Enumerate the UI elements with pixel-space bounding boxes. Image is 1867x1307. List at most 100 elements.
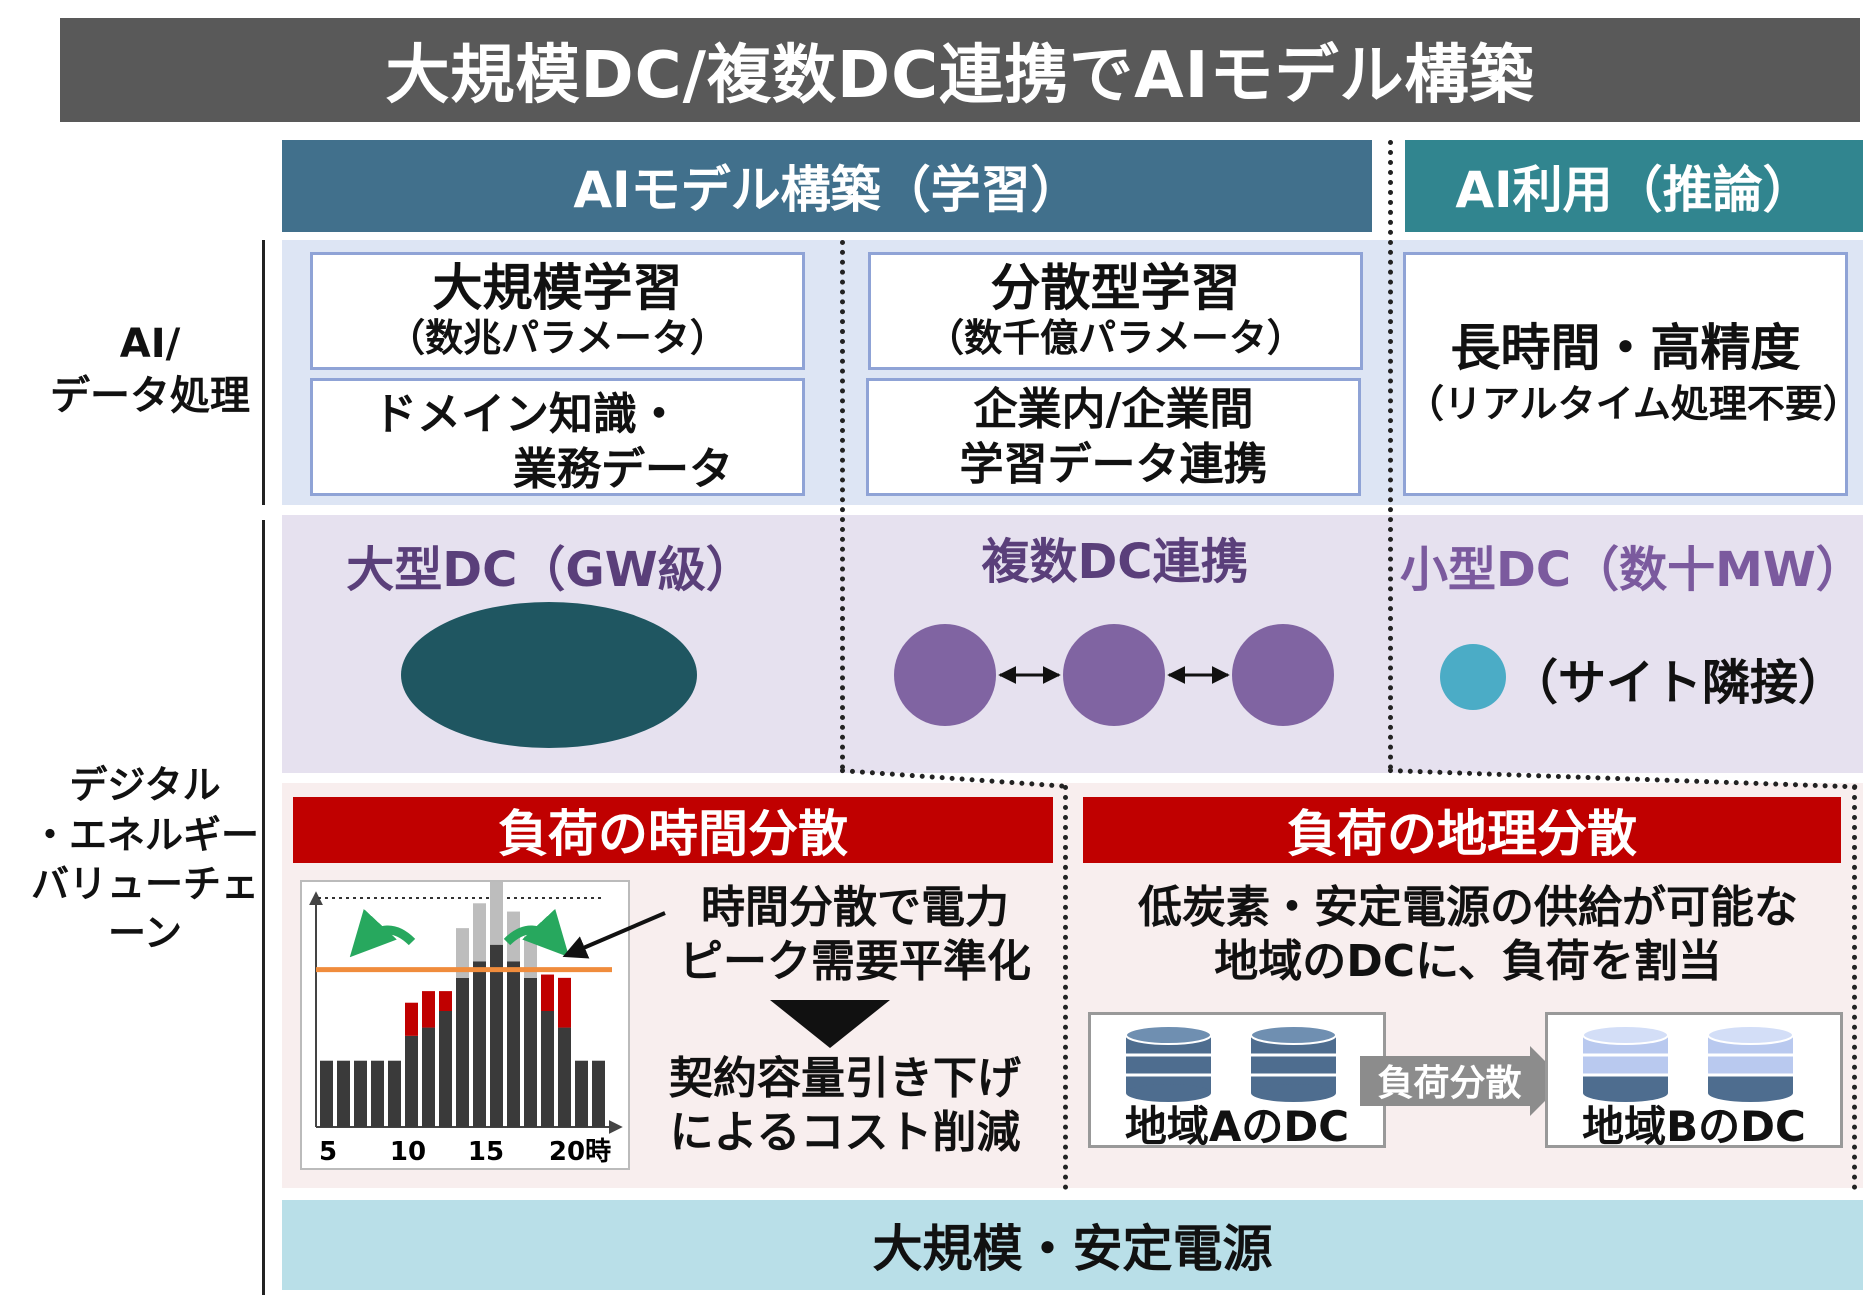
bar-base-16 bbox=[507, 961, 520, 1127]
box-domain-data: ドメイン知識・ 業務データ bbox=[310, 378, 805, 496]
time-dispersion-header: 負荷の時間分散 bbox=[293, 797, 1053, 863]
distributed-learning-title: 分散型学習 bbox=[990, 258, 1241, 317]
time-text-2-line1: 契約容量引き下げ bbox=[669, 1052, 1021, 1104]
bar-base-21 bbox=[592, 1060, 605, 1127]
bar-peak-10 bbox=[405, 1002, 418, 1036]
x-tick-20: 20時 bbox=[549, 1137, 611, 1167]
bar-base-5 bbox=[320, 1060, 333, 1127]
dotted-sep-header bbox=[1388, 140, 1393, 235]
callout-arrow bbox=[562, 911, 666, 959]
down-triangle bbox=[770, 1000, 890, 1048]
x-tick-5: 5 bbox=[319, 1137, 337, 1167]
domain-data-line2: 業務データ bbox=[513, 444, 733, 495]
bar-base-20 bbox=[575, 1060, 588, 1127]
bar-peak-11 bbox=[422, 991, 435, 1028]
bar-base-7 bbox=[354, 1060, 367, 1127]
region-b-databases bbox=[1582, 1025, 1794, 1102]
geo-dispersion-header: 負荷の地理分散 bbox=[1083, 797, 1841, 863]
bar-base-13 bbox=[456, 977, 469, 1127]
dotted-sep-infer bbox=[1388, 240, 1393, 770]
database-icon bbox=[1582, 1025, 1669, 1102]
header-inference: AI利用（推論） bbox=[1405, 140, 1863, 232]
row-label-energy: デジタル ・エネルギー バリューチェーン bbox=[20, 760, 270, 960]
box-distributed-learning: 分散型学習 （数千億パラメータ） bbox=[868, 252, 1363, 370]
row-label-ai: AI/ データ処理 bbox=[40, 300, 260, 440]
inference-title: 長時間・高精度 bbox=[1450, 318, 1801, 377]
multi-dc-node-3 bbox=[1232, 624, 1334, 726]
bar-peak-18 bbox=[541, 974, 554, 1011]
time-text-1: 時間分散で電力 ピーク需要平準化 bbox=[650, 880, 1060, 990]
load-shift-arrow bbox=[1360, 1046, 1565, 1116]
distributed-learning-sub: （数千億パラメータ） bbox=[926, 315, 1305, 360]
box-inference: 長時間・高精度 （リアルタイム処理不要） bbox=[1403, 252, 1861, 496]
bar-base-6 bbox=[337, 1060, 350, 1127]
small-dc-title: 小型DC（数十MW） bbox=[1400, 530, 1864, 600]
bar-shifted-15 bbox=[490, 828, 503, 945]
power-label: 大規模・安定電源 bbox=[872, 1220, 1273, 1278]
bar-base-10 bbox=[405, 1035, 418, 1127]
row-label-energy-line1: デジタル bbox=[69, 763, 221, 808]
dotted-sep-energy bbox=[1063, 785, 1068, 1190]
large-dc-shape bbox=[401, 602, 697, 748]
power-band: 大規模・安定電源 bbox=[282, 1200, 1863, 1290]
geo-text-line1: 低炭素・安定電源の供給が可能な bbox=[1138, 882, 1798, 934]
domain-data-line1: ドメイン知識・ bbox=[373, 389, 681, 440]
bar-base-8 bbox=[371, 1060, 384, 1127]
site-adjacent: （サイト隣接） bbox=[1510, 640, 1847, 715]
region-b-box: 地域BのDC bbox=[1545, 1012, 1843, 1151]
geo-text-line2: 地域のDCに、負荷を割当 bbox=[1214, 936, 1722, 987]
small-dc-shape bbox=[1440, 644, 1506, 710]
multi-dc-node-2 bbox=[1063, 624, 1165, 726]
title-bar: 大規模DC/複数DC連携でAIモデル構築 bbox=[60, 18, 1860, 122]
site-adjacent-label: （サイト隣接） bbox=[1510, 654, 1847, 711]
enterprise-data-line2: 学習データ連携 bbox=[959, 439, 1268, 490]
bar-peak-19 bbox=[558, 977, 571, 1028]
header-training-label: AIモデル構築（学習） bbox=[573, 161, 1081, 219]
time-text-1-line1: 時間分散で電力 bbox=[701, 882, 1009, 934]
multi-dc-title: 複数DC連携 bbox=[860, 522, 1370, 592]
load-chart-svg: 5 10 15 20時 bbox=[309, 828, 623, 1167]
x-tick-15: 15 bbox=[468, 1137, 504, 1167]
bar-base-12 bbox=[439, 1011, 452, 1127]
bar-base-9 bbox=[388, 1060, 401, 1127]
bar-base-18 bbox=[541, 1011, 554, 1127]
bar-shifted-13 bbox=[456, 928, 469, 978]
database-icon bbox=[1125, 1025, 1212, 1102]
enterprise-data-line1: 企業内/企業間 bbox=[973, 384, 1254, 435]
database-icon bbox=[1250, 1025, 1337, 1102]
small-dc-label: 小型DC（数十MW） bbox=[1400, 542, 1864, 598]
row-divider-ai bbox=[262, 240, 265, 505]
time-text-1-line2: ピーク需要平準化 bbox=[679, 936, 1031, 987]
box-large-learning: 大規模学習 （数兆パラメータ） bbox=[310, 252, 805, 370]
green-arrow-right bbox=[503, 908, 570, 958]
bar-base-14 bbox=[473, 961, 486, 1127]
bar-base-15 bbox=[490, 944, 503, 1127]
multi-dc-label: 複数DC連携 bbox=[981, 534, 1249, 590]
geo-dispersion-label: 負荷の地理分散 bbox=[1287, 805, 1637, 863]
inference-sub: （リアルタイム処理不要） bbox=[1406, 381, 1861, 426]
row-label-energy-line3: バリューチェーン bbox=[30, 862, 259, 956]
row-divider-energy bbox=[262, 520, 265, 1295]
header-inference-label: AI利用（推論） bbox=[1455, 161, 1813, 219]
green-arrow-left bbox=[349, 908, 416, 958]
box-enterprise-data: 企業内/企業間 学習データ連携 bbox=[866, 378, 1361, 496]
large-dc-title: 大型DC（GW級） bbox=[300, 530, 800, 600]
region-a-box: 地域AのDC bbox=[1088, 1012, 1386, 1151]
row-label-ai-line2: データ処理 bbox=[50, 373, 250, 419]
header-training: AIモデル構築（学習） bbox=[282, 140, 1372, 232]
large-learning-sub: （数兆パラメータ） bbox=[387, 315, 728, 360]
dotted-sep-train bbox=[840, 240, 845, 770]
database-icon bbox=[1707, 1025, 1794, 1102]
row-label-energy-line2: ・エネルギー bbox=[30, 812, 259, 857]
bar-peak-12 bbox=[439, 991, 452, 1011]
x-tick-10: 10 bbox=[390, 1137, 426, 1167]
region-a-label: 地域AのDC bbox=[1124, 1101, 1350, 1151]
region-b-label: 地域BのDC bbox=[1582, 1101, 1806, 1151]
bar-base-17 bbox=[524, 977, 537, 1127]
bar-shifted-14 bbox=[473, 903, 486, 962]
large-learning-title: 大規模学習 bbox=[432, 258, 683, 317]
dotted-sep-right bbox=[1852, 785, 1857, 1190]
chart-bars bbox=[320, 828, 605, 1127]
page-title: 大規模DC/複数DC連携でAIモデル構築 bbox=[385, 39, 1535, 113]
time-text-2: 契約容量引き下げ によるコスト削減 bbox=[640, 1048, 1050, 1163]
